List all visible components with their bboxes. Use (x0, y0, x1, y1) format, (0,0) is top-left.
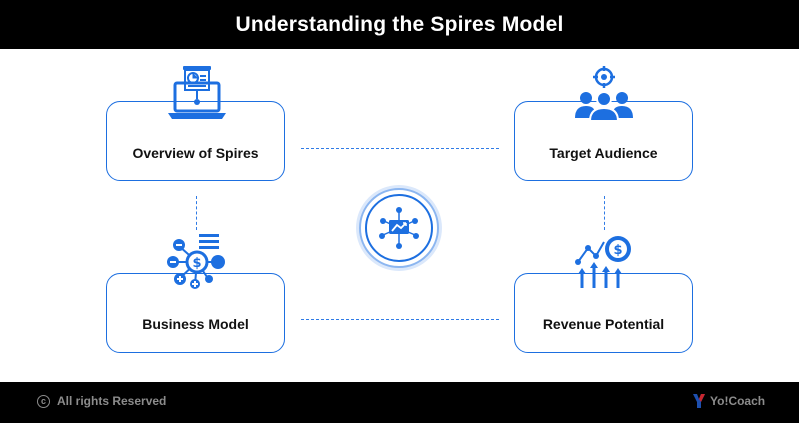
page-title: Understanding the Spires Model (235, 12, 564, 36)
copyright: c All rights Reserved (37, 394, 166, 408)
connector-left (196, 196, 197, 230)
yocoach-logo-icon (693, 394, 705, 408)
copyright-icon: c (37, 394, 50, 408)
network-hub-icon (356, 185, 442, 271)
svg-text:$: $ (613, 243, 622, 258)
brand-logo: Yo!Coach (692, 393, 765, 409)
connector-bottom (301, 319, 499, 320)
card-target-audience: Target Audience (514, 101, 693, 181)
revenue-growth-icon: $ (575, 236, 631, 288)
target-audience-icon (575, 66, 633, 122)
connector-top (301, 148, 499, 149)
card-business-model: Business Model (106, 273, 285, 353)
header-bar: Understanding the Spires Model (0, 0, 799, 49)
card-label: Target Audience (549, 145, 658, 161)
rights-text: All rights Reserved (57, 394, 167, 408)
card-label: Overview of Spires (132, 145, 259, 161)
card-label: Business Model (142, 316, 249, 332)
card-revenue-potential: Revenue Potential (514, 273, 693, 353)
card-label: Revenue Potential (542, 316, 665, 332)
dollar-network-icon: $ (167, 234, 225, 289)
footer-bar: c All rights Reserved Yo!Coach (0, 382, 799, 423)
brand-name: Yo!Coach (710, 394, 766, 408)
connector-right (604, 196, 605, 230)
presentation-laptop-icon (168, 66, 226, 119)
svg-text:$: $ (192, 256, 201, 271)
